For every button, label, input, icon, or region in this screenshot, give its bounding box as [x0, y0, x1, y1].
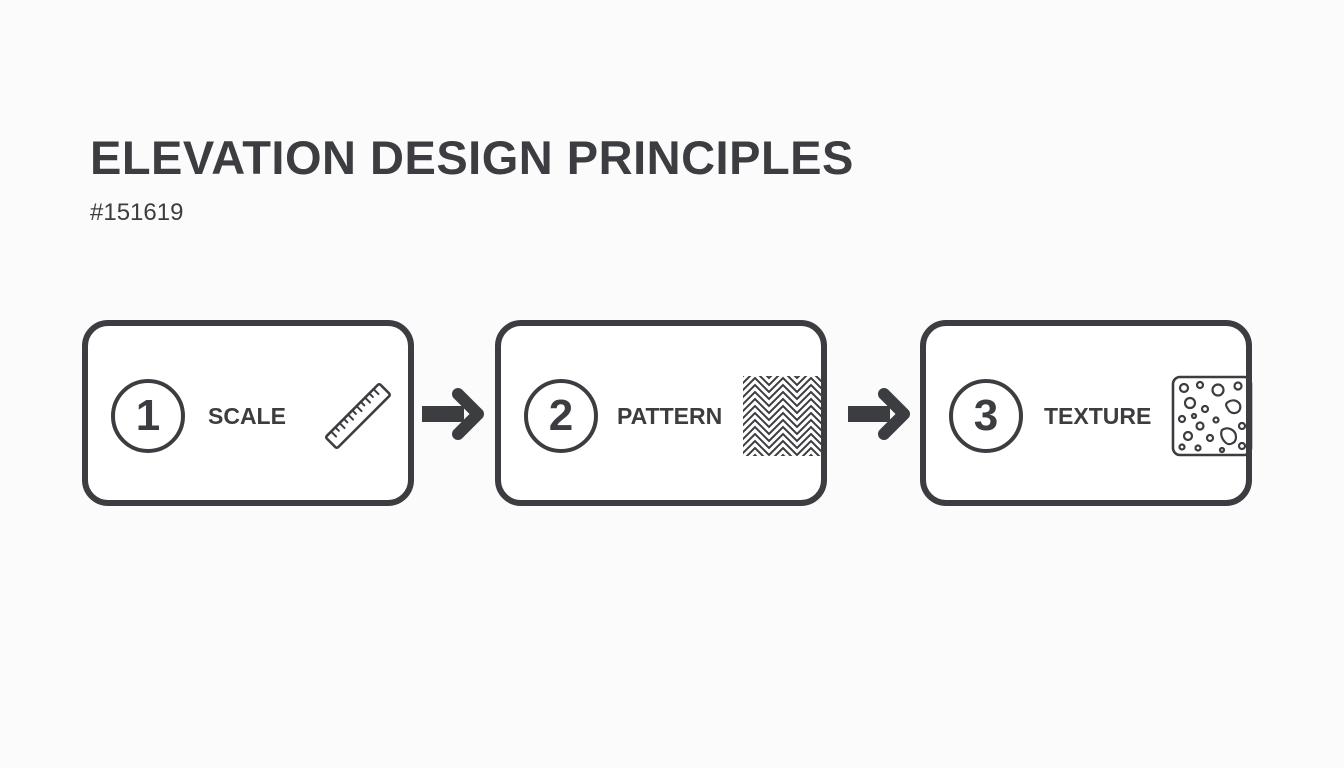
- step-number-badge: 2: [524, 379, 598, 453]
- step-label: SCALE: [208, 403, 286, 429]
- step-texture-box: 3 TEXTURE: [920, 320, 1253, 506]
- step-number-badge: 3: [949, 379, 1023, 453]
- step-label: PATTERN: [617, 403, 723, 429]
- step-scale-box: 1 SCALE: [82, 320, 414, 506]
- arrow-right-icon: [848, 388, 910, 440]
- page-title: ELEVATION DESIGN PRINCIPLES: [90, 131, 854, 184]
- step-pattern-box: 2 PATTERN: [495, 320, 827, 506]
- arrow-right-icon: [422, 388, 484, 440]
- page-subtitle: #151619: [90, 199, 184, 226]
- step-number-badge: 1: [111, 379, 185, 453]
- herringbone-pattern-icon: [743, 376, 823, 456]
- speckled-texture-icon: [1171, 375, 1253, 457]
- ruler-icon: [325, 383, 391, 449]
- step-label: TEXTURE: [1044, 403, 1152, 429]
